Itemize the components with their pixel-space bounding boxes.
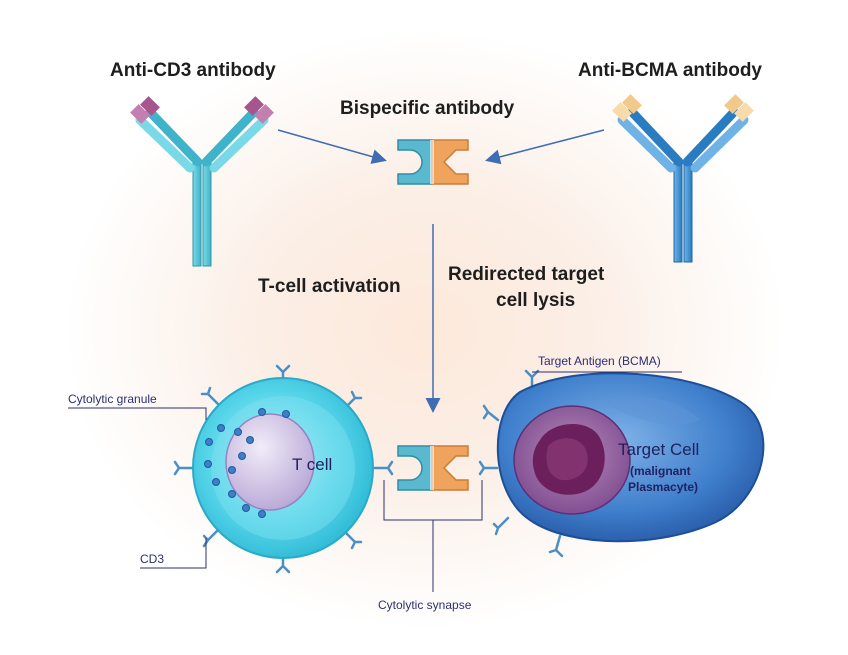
label-redirected-line2: cell lysis [496, 290, 576, 311]
label-anti-bcma: Anti-BCMA antibody [578, 60, 762, 81]
target-cell-icon [478, 369, 765, 558]
label-cytolytic-synapse: Cytolytic synapse [378, 598, 472, 612]
label-redirected-line1: Redirected target [448, 264, 605, 285]
label-cytolytic-granule: Cytolytic granule [68, 392, 157, 406]
arrow-bcma-to-bispecific [485, 129, 605, 165]
cd3-leader [140, 538, 207, 569]
label-cd3: CD3 [140, 552, 165, 566]
cytolytic-granule-leader [68, 407, 207, 420]
arrow-cd3-to-bispecific [277, 129, 387, 164]
label-target-antigen: Target Antigen (BCMA) [538, 354, 661, 368]
label-target-cell-sub1: (malignant [630, 464, 691, 478]
anti-cd3-antibody-icon [130, 96, 274, 267]
anti-bcma-antibody-icon [612, 94, 754, 263]
label-anti-cd3: Anti-CD3 antibody [110, 60, 276, 81]
label-bispecific: Bispecific antibody [340, 98, 515, 119]
label-t-cell: T cell [292, 455, 333, 474]
t-cell-icon [173, 364, 394, 574]
label-target-cell-sub2: Plasmacyte) [628, 480, 699, 494]
bispecific-antibody-icon [397, 139, 469, 185]
label-tcell-activation: T-cell activation [258, 276, 401, 297]
label-target-cell: Target Cell [618, 440, 700, 459]
bispecific-synapse-icon [397, 445, 469, 491]
